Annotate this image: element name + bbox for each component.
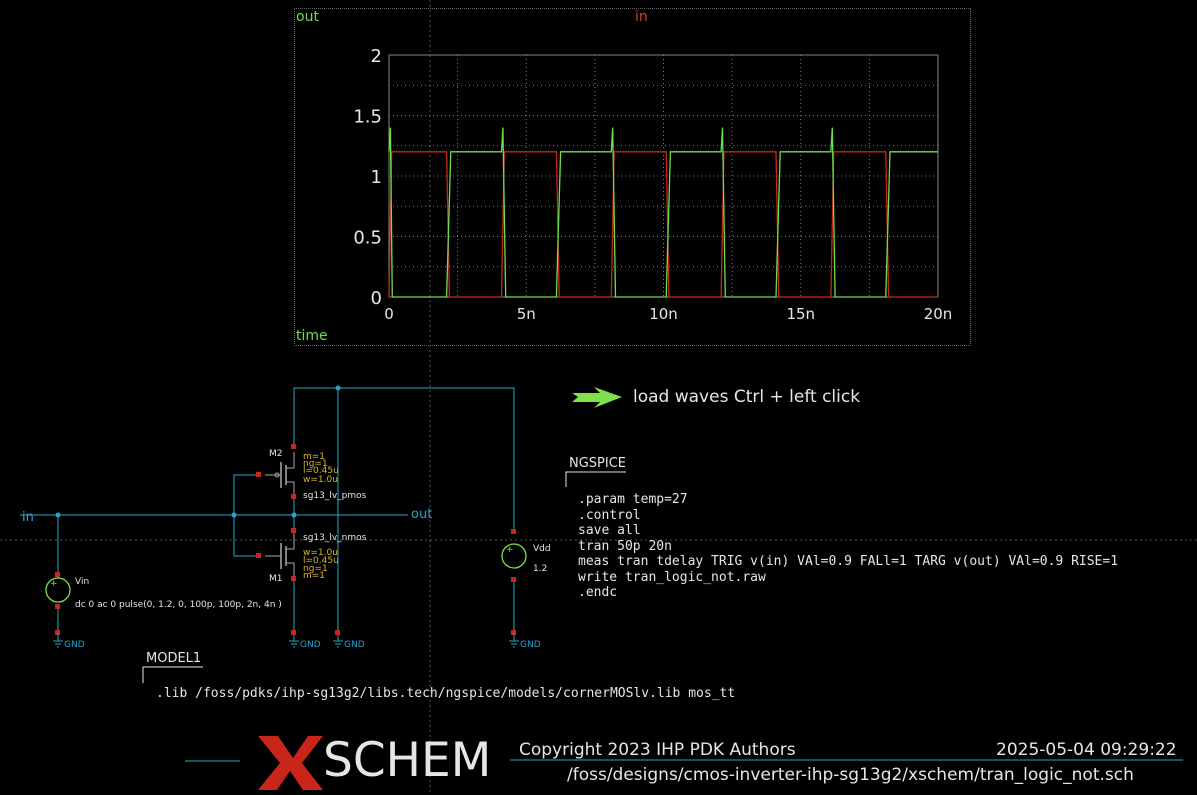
ngspice-line: .control: [578, 507, 641, 523]
ngspice-line: .endc: [578, 585, 618, 600]
pin-in-label: in: [22, 510, 34, 525]
waveform-chart[interactable]: 0 0.5 1 1.5 2 0 5n 10n 15n 20n: [353, 46, 952, 323]
model-block-corner: [142, 666, 203, 683]
gnd-label: GND: [344, 640, 365, 650]
vin-name: Vin: [75, 577, 89, 587]
pin-out-label: out: [411, 507, 432, 522]
vdd-value: 1.2: [533, 564, 547, 574]
ngspice-line: meas tran tdelay TRIG v(in) VAl=0.9 FALl…: [578, 554, 1119, 569]
ngspice-line: .param temp=27: [578, 492, 688, 507]
model-code: .lib /foss/pdks/ihp-sg13g2/libs.tech/ngs…: [156, 686, 736, 701]
gnd-label: GND: [64, 640, 85, 650]
series-out-line: [388, 127, 938, 298]
ngspice-line: tran 50p 20n: [578, 538, 672, 554]
y-tick-label: 0: [371, 288, 382, 309]
ngspice-block-title[interactable]: NGSPICE: [569, 456, 627, 471]
trace-label-out[interactable]: out: [296, 9, 319, 25]
gnd-pins: [291, 630, 340, 635]
y-tick-label: 1.5: [353, 107, 382, 128]
m1-name: M1: [269, 574, 283, 584]
hint-text: load waves Ctrl + left click: [633, 387, 861, 407]
m2-ng: ng=1: [303, 459, 328, 469]
m2-name: M2: [269, 449, 283, 459]
m2-w: w=1.0u: [303, 475, 338, 485]
x-tick-label: 15n: [786, 305, 815, 323]
vin-value: dc 0 ac 0 pulse(0, 1.2, 0, 100p, 100p, 2…: [75, 600, 282, 610]
m1-model: sg13_lv_nmos: [303, 533, 367, 543]
schematic-wires: [20, 387, 515, 633]
xschem-logo-text: SCHEM: [323, 733, 492, 788]
m1-w: w=1.0u: [303, 548, 338, 558]
hint-arrow-icon: [572, 387, 622, 408]
x-tick-label: 10n: [649, 305, 678, 323]
gnd-icon: [53, 633, 519, 648]
x-tick-label: 0: [384, 305, 394, 323]
m1-l: l=0.45u: [303, 556, 339, 566]
x-tick-label: 5n: [517, 305, 536, 323]
m2-model: sg13_lv_pmos: [303, 491, 367, 501]
file-path: /foss/designs/cmos-inverter-ihp-sg13g2/x…: [567, 765, 1134, 785]
vdd-name: Vdd: [533, 544, 551, 554]
vdd-source[interactable]: [501, 529, 527, 635]
graph-frame[interactable]: [294, 8, 971, 346]
model-block-title[interactable]: MODEL1: [146, 651, 202, 666]
series-in-line: [388, 151, 938, 298]
gnd-label: GND: [300, 640, 321, 650]
m2-m: m=1: [303, 452, 325, 462]
x-axis-label: time: [296, 328, 328, 344]
vin-source[interactable]: [45, 572, 71, 635]
m2-l: l=0.45u: [303, 466, 339, 476]
vin-plus: +: [50, 579, 58, 589]
y-tick-label: 1: [371, 167, 382, 188]
gnd-label: GND: [520, 640, 541, 650]
xschem-logo-icon: [258, 736, 323, 790]
nmos-m1[interactable]: [256, 528, 296, 581]
m1-ng: ng=1: [303, 564, 328, 574]
trace-label-in[interactable]: in: [635, 9, 648, 25]
ngspice-block-corner: [565, 471, 626, 487]
y-tick-label: 0.5: [353, 228, 382, 249]
wire-junctions: [55, 385, 341, 518]
ngspice-line: write tran_logic_not.raw: [578, 569, 766, 585]
ngspice-line: save all: [578, 523, 641, 538]
x-tick-label: 20n: [924, 305, 953, 323]
m1-m: m=1: [303, 571, 325, 581]
copyright-text: Copyright 2023 IHP PDK Authors: [519, 740, 796, 760]
datetime-text: 2025-05-04 09:29:22: [996, 740, 1177, 760]
pmos-m2[interactable]: [256, 444, 296, 499]
y-tick-label: 2: [371, 46, 382, 67]
vdd-plus: +: [506, 545, 514, 555]
